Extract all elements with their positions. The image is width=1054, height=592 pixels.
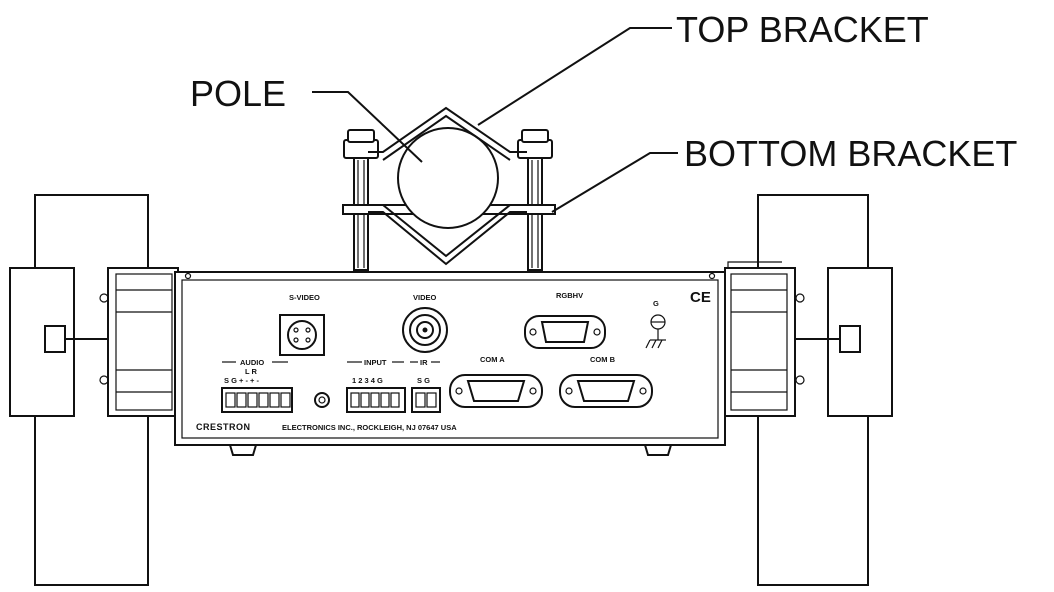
rgbhv-screw <box>593 328 601 336</box>
bottom-bracket <box>368 211 527 266</box>
com-a-port-icon <box>466 380 526 402</box>
ground-icon <box>657 339 663 349</box>
svideo-pin <box>305 337 311 343</box>
ground-label: G <box>653 299 659 308</box>
top-bracket <box>368 106 527 153</box>
ir-terminal <box>415 392 426 408</box>
ir-terminal-block <box>411 387 441 413</box>
svideo-pin <box>293 327 299 333</box>
pole-leader <box>312 91 423 163</box>
pole-callout: POLE <box>190 73 286 114</box>
com-b-port-icon <box>576 380 636 402</box>
left-side-bracket <box>9 267 179 417</box>
rgbhv-label: RGBHV <box>556 291 583 300</box>
rgbhv-screw <box>529 328 537 336</box>
ce-mark: CE <box>690 289 711 306</box>
svideo-pin <box>305 327 311 333</box>
video-label: VIDEO <box>413 293 437 302</box>
right-foot <box>643 444 673 456</box>
ground-icon <box>645 339 651 349</box>
bottom-bracket-leader <box>551 152 678 213</box>
device-enclosure <box>174 271 726 446</box>
audio-pin-labels: S G + - + - <box>224 376 260 385</box>
top-screw-1 <box>184 272 192 280</box>
com-a-screw <box>455 387 463 395</box>
input-label: INPUT <box>364 358 387 367</box>
svideo-port-icon <box>287 320 317 350</box>
right-top-nut-cap <box>521 129 549 143</box>
video-bnc-pin <box>422 327 428 333</box>
left-top-nut-cap <box>347 129 375 143</box>
input-pin-labels: 1 2 3 4 G <box>352 376 383 385</box>
svideo-label: S-VIDEO <box>289 293 320 302</box>
video-bnc-inner <box>416 321 434 339</box>
ground-icon <box>651 339 657 349</box>
manufacturer-address: ELECTRONICS INC., ROCKLEIGH, NJ 07647 US… <box>282 423 457 432</box>
ir-label: IR <box>420 358 428 367</box>
input-terminal-block <box>346 387 406 413</box>
com-b-label: COM B <box>590 355 616 364</box>
device-front-panel <box>181 279 719 439</box>
input-terminals <box>350 392 400 408</box>
com-a-screw <box>529 387 537 395</box>
left-foot <box>228 444 258 456</box>
rgbhv-connector <box>524 315 606 349</box>
com-a-connector <box>449 374 543 408</box>
aux-jack-inner <box>318 396 326 404</box>
audio-terminals <box>225 392 291 408</box>
com-a-label: COM A <box>480 355 505 364</box>
top-bracket-leader <box>477 27 672 126</box>
com-b-connector <box>559 374 653 408</box>
svideo-pin <box>293 337 299 343</box>
aux-jack <box>314 392 330 408</box>
right-side-bracket <box>724 261 893 417</box>
bottom-bracket-inner <box>382 204 511 258</box>
brand-name: CRESTRON <box>196 422 251 432</box>
top-bracket-callout: TOP BRACKET <box>676 9 929 50</box>
com-b-screw <box>639 387 647 395</box>
audio-label: AUDIO <box>240 358 264 367</box>
ir-pin-labels: S G <box>417 376 430 385</box>
rgbhv-port-icon <box>540 321 590 343</box>
video-bnc-ring <box>409 314 441 346</box>
bottom-bracket-callout: BOTTOM BRACKET <box>684 133 1017 174</box>
ir-terminal <box>426 392 437 408</box>
pole <box>397 127 499 229</box>
audio-channels: L R <box>245 367 258 376</box>
top-screw-2 <box>708 272 716 280</box>
com-b-screw <box>565 387 573 395</box>
